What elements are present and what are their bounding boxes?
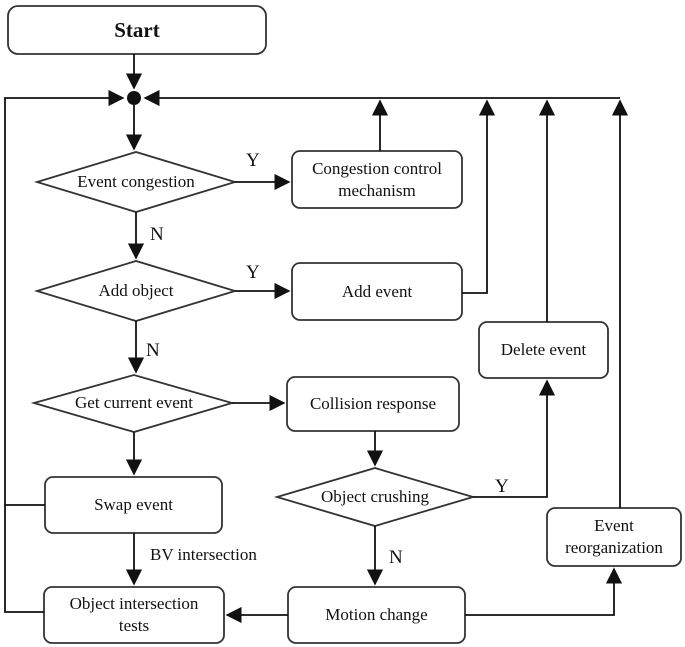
edge-label-y-add-object: Y [246, 262, 260, 283]
object-intersection-label: Object intersection tests [69, 594, 199, 635]
add-event-box [291, 262, 463, 321]
add-object-label: Add object [98, 281, 174, 300]
object-intersection-box [43, 586, 225, 644]
event-reorganization-box [546, 507, 682, 567]
edge-label-n-crushing: N [389, 547, 403, 568]
collision-response-label: Collision response [309, 394, 437, 413]
edge-label-y-crushing: Y [495, 476, 509, 497]
event-reorganization-label: Event reorganization [565, 516, 663, 557]
merge-junction [127, 91, 141, 105]
edge-label-y-congestion: Y [246, 150, 260, 171]
motion-change-label: Motion change [325, 605, 428, 624]
delete-event-box [478, 321, 609, 379]
edge-label-n-congestion: N [150, 224, 164, 245]
congestion-control-box [291, 150, 463, 209]
swap-event-label: Swap event [94, 495, 173, 514]
object-crushing-label: Object crushing [320, 487, 430, 506]
delete-event-label: Delete event [500, 340, 587, 359]
edge-label-bv-intersection: BV intersection [150, 545, 257, 564]
get-current-event-label: Get current event [75, 393, 193, 412]
event-congestion-label: Event congestion [77, 172, 195, 191]
congestion-control-label: Congestion control mechanism [312, 158, 442, 200]
collision-response-box [286, 376, 460, 432]
start-label: Start [114, 18, 160, 42]
add-event-label: Add event [341, 281, 413, 301]
edge-label-n-add-object: N [146, 340, 160, 361]
start-box [7, 5, 267, 55]
